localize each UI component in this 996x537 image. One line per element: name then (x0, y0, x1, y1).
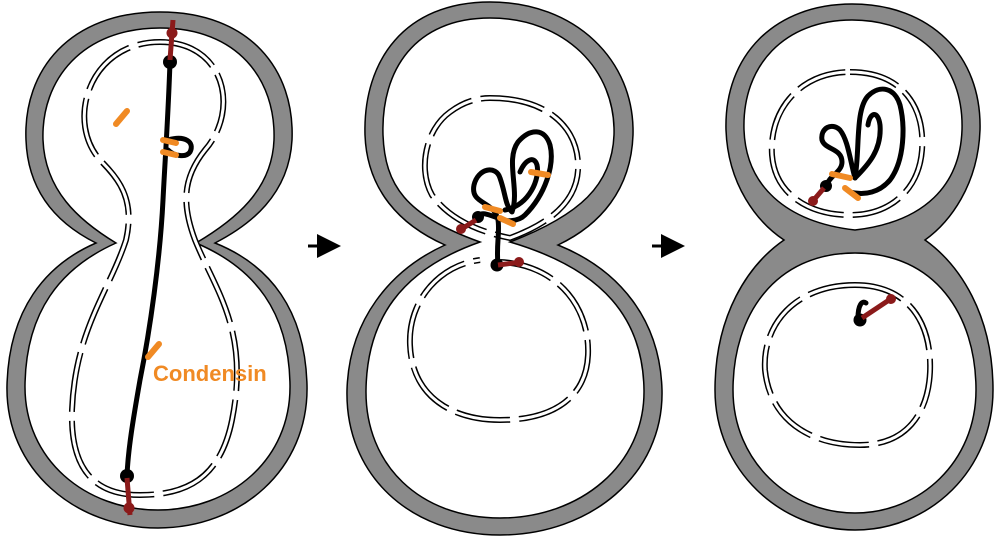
panel-anaphase: Condensin (6, 11, 308, 529)
panel-constriction (346, 1, 663, 536)
condensin-mark (160, 149, 179, 158)
centromere-bottom (120, 469, 134, 483)
centromere (490, 258, 504, 272)
condensin-mark (145, 341, 162, 360)
panel-separated (714, 3, 994, 531)
condensin-mark (160, 137, 179, 146)
condensin-label: Condensin (153, 361, 267, 386)
kinetochore-top (167, 19, 176, 61)
centromere-top (163, 55, 177, 69)
chromosome-loop (852, 112, 883, 181)
chromosome-loop (502, 157, 541, 213)
condensin-mark (482, 204, 503, 214)
condensin-mark (829, 171, 853, 181)
chromosome (819, 86, 906, 196)
condensin-mark (528, 169, 551, 178)
condensin-mark (842, 185, 861, 201)
condensin-mark (497, 215, 516, 227)
condensin-mark (113, 108, 130, 127)
upper-cell-interior (743, 19, 963, 231)
